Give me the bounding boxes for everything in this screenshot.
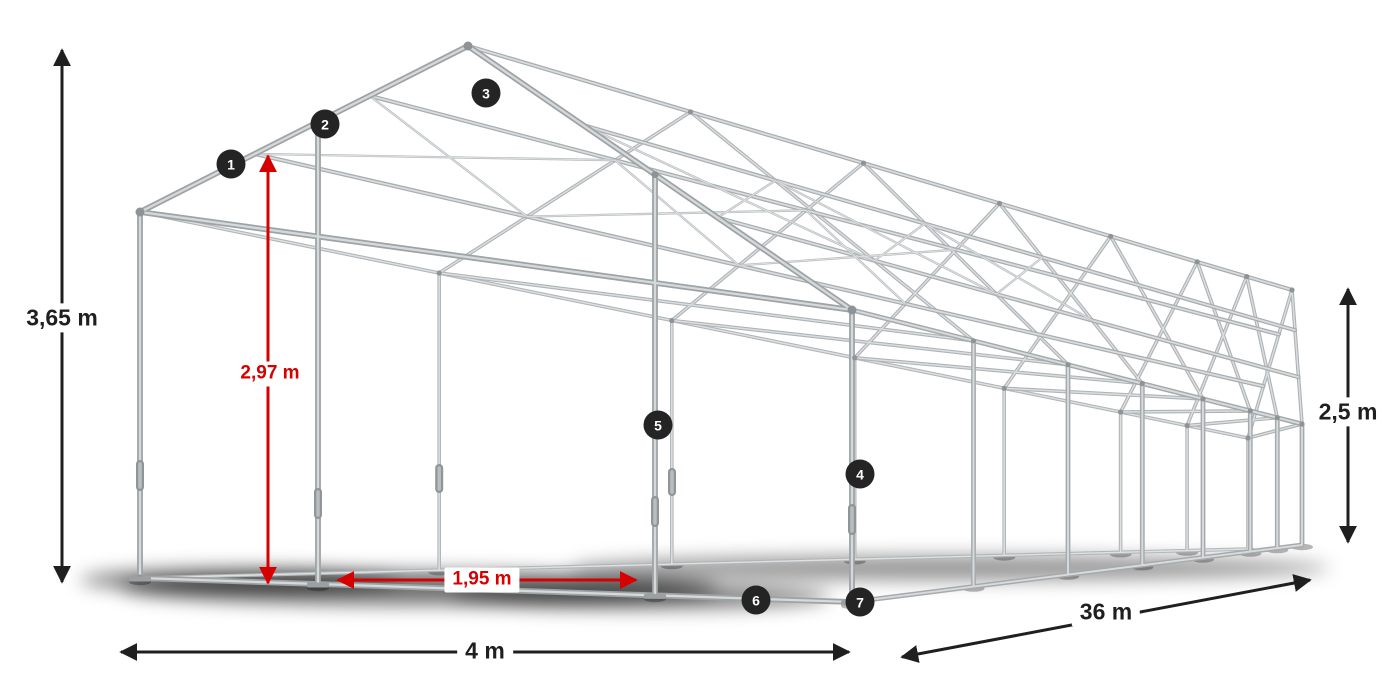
callout-2[interactable]: 2 bbox=[310, 109, 340, 139]
front-width-label: 4 m bbox=[457, 636, 513, 666]
callout-6[interactable]: 6 bbox=[741, 585, 771, 615]
callout-1[interactable]: 1 bbox=[216, 149, 246, 179]
length-label: 36 m bbox=[1071, 597, 1141, 627]
callout-3[interactable]: 3 bbox=[471, 78, 501, 108]
callout-4[interactable]: 4 bbox=[845, 459, 875, 489]
tent-frame bbox=[129, 41, 1313, 610]
callout-7[interactable]: 7 bbox=[845, 587, 875, 617]
entrance-width-label: 1,95 m bbox=[444, 567, 520, 593]
total-height-label: 3,65 m bbox=[18, 303, 106, 333]
side-height-label: 2,5 m bbox=[1310, 397, 1386, 427]
clearance-height-label: 2,97 m bbox=[232, 361, 308, 387]
callout-5[interactable]: 5 bbox=[643, 410, 673, 440]
